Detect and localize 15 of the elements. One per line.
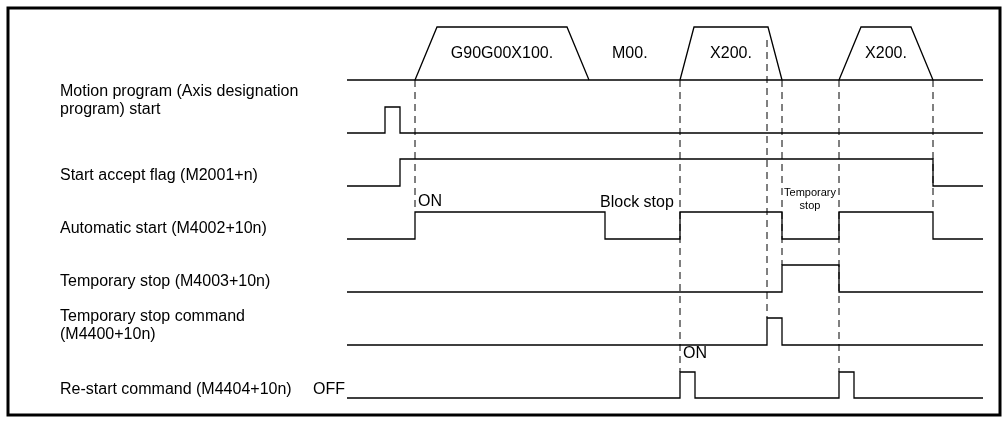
state-label: Temporary stop [784,186,836,212]
block-code: M00. [612,44,648,62]
block-code: X200. [709,44,753,62]
state-label: Block stop [600,193,674,211]
state-label: ON [418,192,442,210]
block-code: X200. [864,44,908,62]
signal-name: Automatic start (M4002+10n) [60,219,267,237]
signal-name: Temporary stop (M4003+10n) [60,272,271,290]
state-label: OFF [313,380,345,398]
block-code: G90G00X100. [449,44,555,62]
signal-name: Temporary stop command (M4400+10n) [60,307,246,343]
signal-name: Start accept flag (M2001+n) [60,166,258,184]
signal-name: Motion program (Axis designation program) start [60,82,300,118]
state-label: ON [683,344,707,362]
signal-name: Re-start command (M4404+10n) [60,380,292,398]
